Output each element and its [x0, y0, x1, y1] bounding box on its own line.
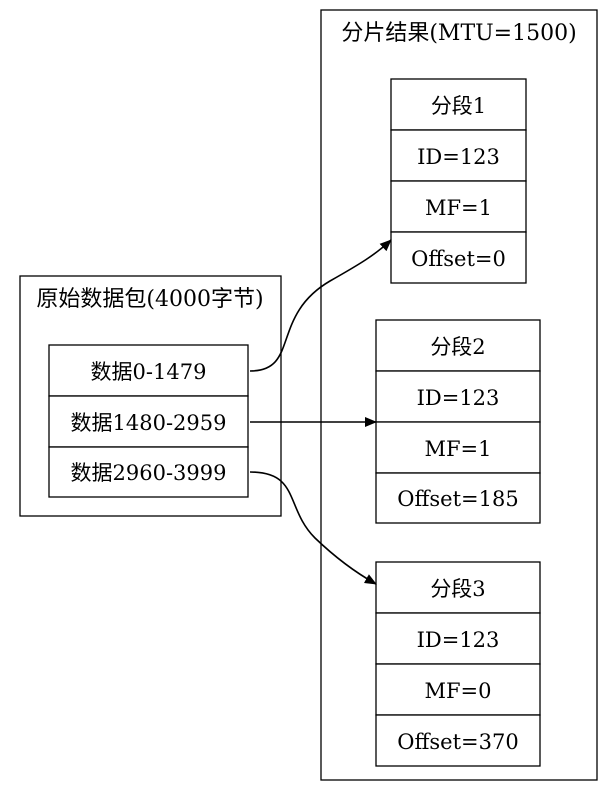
fragment-1-mf: MF=1	[425, 196, 492, 220]
fragment-2-offset: Offset=185	[397, 487, 518, 511]
source-packet-cluster-border	[19, 275, 282, 517]
fragment-2: 分段2 ID=123 MF=1 Offset=185	[375, 319, 541, 524]
fragment-3-mf: MF=0	[424, 679, 491, 703]
fragment-3-cell-name	[375, 561, 541, 614]
edges	[249, 239, 392, 585]
source-row-1: 数据0-1479	[91, 360, 207, 384]
source-packet-cluster: 原始数据包(4000字节) 数据0-1479 数据1480-2959 数据296…	[19, 275, 282, 517]
fragment-1-cell-offset	[390, 231, 527, 284]
fragments-cluster-border	[320, 9, 598, 781]
source-packet-title: 原始数据包(4000字节)	[36, 287, 263, 312]
fragment-1-cell-id	[390, 129, 527, 182]
fragment-1: 分段1 ID=123 MF=1 Offset=0	[390, 78, 527, 284]
fragments-cluster-title: 分片结果(MTU=1500)	[341, 21, 576, 46]
fragment-2-cell-offset	[375, 472, 541, 524]
fragment-1-offset: Offset=0	[411, 247, 506, 271]
fragment-1-name: 分段1	[431, 94, 486, 118]
source-row-3: 数据2960-3999	[71, 461, 227, 485]
fragment-2-mf: MF=1	[424, 437, 491, 461]
fragment-3-offset: Offset=370	[397, 730, 518, 754]
fragment-2-cell-mf	[375, 421, 541, 474]
fragment-1-id: ID=123	[417, 145, 500, 169]
fragment-3-cell-id	[375, 612, 541, 665]
fragments-cluster: 分片结果(MTU=1500)	[320, 9, 598, 781]
fragment-2-name: 分段2	[430, 335, 485, 359]
fragment-3-cell-offset	[375, 714, 541, 767]
fragment-2-id: ID=123	[417, 386, 500, 410]
fragment-1-cell-mf	[390, 180, 527, 233]
fragment-3-id: ID=123	[417, 628, 500, 652]
source-row-2: 数据1480-2959	[71, 411, 227, 435]
edge-row3-to-fragment3	[249, 471, 377, 585]
fragment-3-cell-mf	[375, 663, 541, 716]
source-row-2-cell	[48, 395, 249, 448]
fragment-3-name: 分段3	[430, 577, 485, 601]
fragment-3: 分段3 ID=123 MF=0 Offset=370	[375, 561, 541, 767]
fragment-2-cell-name	[375, 319, 541, 372]
source-row-3-cell	[48, 446, 249, 498]
fragment-1-cell-name	[390, 78, 527, 131]
edge-row1-to-fragment1	[249, 239, 392, 372]
source-row-1-cell	[48, 344, 249, 397]
